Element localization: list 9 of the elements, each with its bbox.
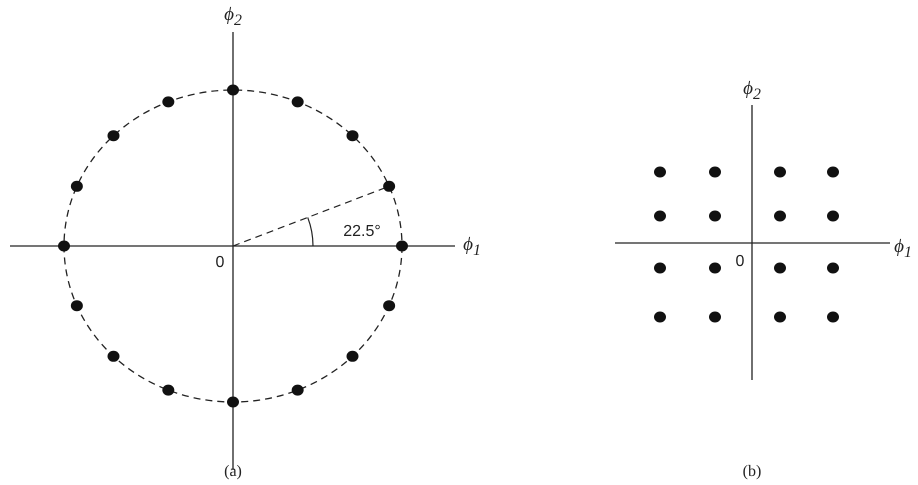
panel-label: (a) (224, 464, 242, 480)
origin-label: 0 (736, 254, 744, 270)
axis-label: ϕ$_{1}$ (894, 237, 912, 261)
axis-label: ϕ$_{2}$ (224, 5, 242, 29)
axis-label: ϕ$_{2}$ (743, 79, 761, 103)
axis-label: ϕ$_{1}$ (463, 235, 481, 259)
origin-label: 0 (216, 255, 224, 271)
angle-label: 22.5° (343, 224, 381, 240)
panel-label: (b) (742, 464, 762, 480)
